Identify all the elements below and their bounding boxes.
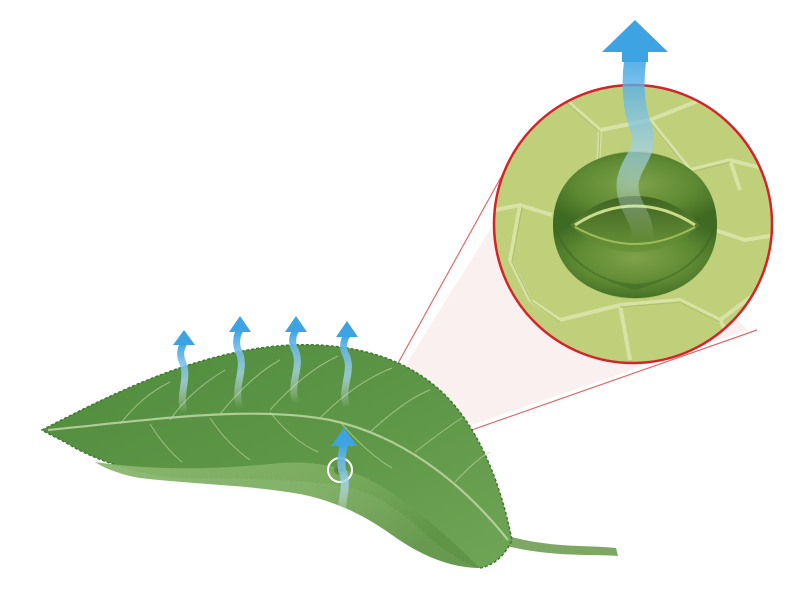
arrow-up-icon xyxy=(229,316,251,412)
leaf-stem xyxy=(503,535,618,556)
leaf xyxy=(40,343,618,569)
arrow-up-icon xyxy=(331,428,357,522)
guard-cells xyxy=(553,151,717,299)
arrow-up-icon xyxy=(602,20,668,251)
arrow-up-icon xyxy=(285,316,307,407)
leaf-veins xyxy=(119,355,491,483)
arrow-up-icon xyxy=(173,330,195,417)
epidermal-cells xyxy=(494,93,772,361)
vapor-arrows xyxy=(173,316,358,522)
leaf-fold xyxy=(95,462,480,568)
leaf-midrib xyxy=(47,412,509,541)
arrow-up-icon xyxy=(336,321,358,412)
